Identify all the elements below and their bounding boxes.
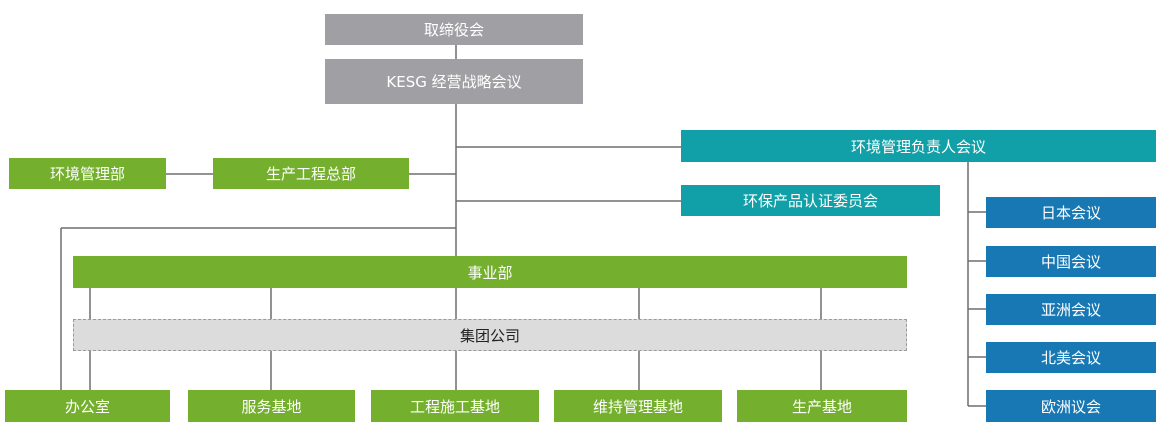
regional-meeting-asia: 亚洲会议 bbox=[986, 294, 1156, 325]
regional-meeting-japan: 日本会议 bbox=[986, 197, 1156, 228]
bottom-unit-label: 生产基地 bbox=[791, 397, 852, 416]
bottom-unit-production-base: 生产基地 bbox=[737, 390, 907, 422]
bottom-unit-service-base: 服务基地 bbox=[188, 390, 355, 422]
env-manager-meeting-box: 环境管理负责人会议 bbox=[681, 130, 1156, 162]
regional-meeting-label: 亚洲会议 bbox=[1040, 301, 1101, 319]
production-engineering-hq-box: 生产工程总部 bbox=[213, 158, 409, 189]
group-companies-label: 集团公司 bbox=[459, 326, 520, 345]
env-management-dept-box: 环境管理部 bbox=[9, 158, 166, 189]
dismiss-committee-label: 取缔役会 bbox=[423, 21, 484, 39]
business-division-box: 事业部 bbox=[73, 256, 907, 288]
bottom-unit-construction-base: 工程施工基地 bbox=[371, 390, 539, 422]
bottom-unit-label: 工程施工基地 bbox=[409, 397, 500, 416]
bottom-unit-label: 维持管理基地 bbox=[592, 397, 683, 416]
regional-meeting-china: 中国会议 bbox=[986, 246, 1156, 277]
regional-meeting-label: 北美会议 bbox=[1040, 349, 1101, 367]
eco-product-committee-box: 环保产品认证委员会 bbox=[681, 185, 940, 216]
regional-meeting-label: 日本会议 bbox=[1040, 204, 1101, 222]
group-companies-box: 集团公司 bbox=[73, 319, 907, 351]
regional-meeting-north-america: 北美会议 bbox=[986, 342, 1156, 373]
regional-meeting-label: 欧洲议会 bbox=[1040, 397, 1101, 416]
bottom-unit-label: 服务基地 bbox=[241, 397, 302, 416]
env-manager-meeting-label: 环境管理负责人会议 bbox=[850, 137, 986, 156]
bottom-unit-maintenance-base: 维持管理基地 bbox=[554, 390, 722, 422]
business-division-label: 事业部 bbox=[467, 263, 513, 282]
env-management-dept-label: 环境管理部 bbox=[49, 165, 125, 183]
regional-meeting-label: 中国会议 bbox=[1040, 253, 1101, 271]
kesg-meeting-label: KESG 经营战略会议 bbox=[386, 73, 522, 91]
eco-product-committee-label: 环保产品认证委员会 bbox=[742, 192, 878, 210]
regional-meeting-europe: 欧洲议会 bbox=[986, 390, 1156, 422]
kesg-meeting-box: KESG 经营战略会议 bbox=[325, 59, 583, 104]
dismiss-committee-box: 取缔役会 bbox=[325, 14, 583, 45]
bottom-unit-label: 办公室 bbox=[64, 397, 110, 416]
production-engineering-hq-label: 生产工程总部 bbox=[265, 165, 356, 183]
bottom-unit-office: 办公室 bbox=[5, 390, 170, 422]
